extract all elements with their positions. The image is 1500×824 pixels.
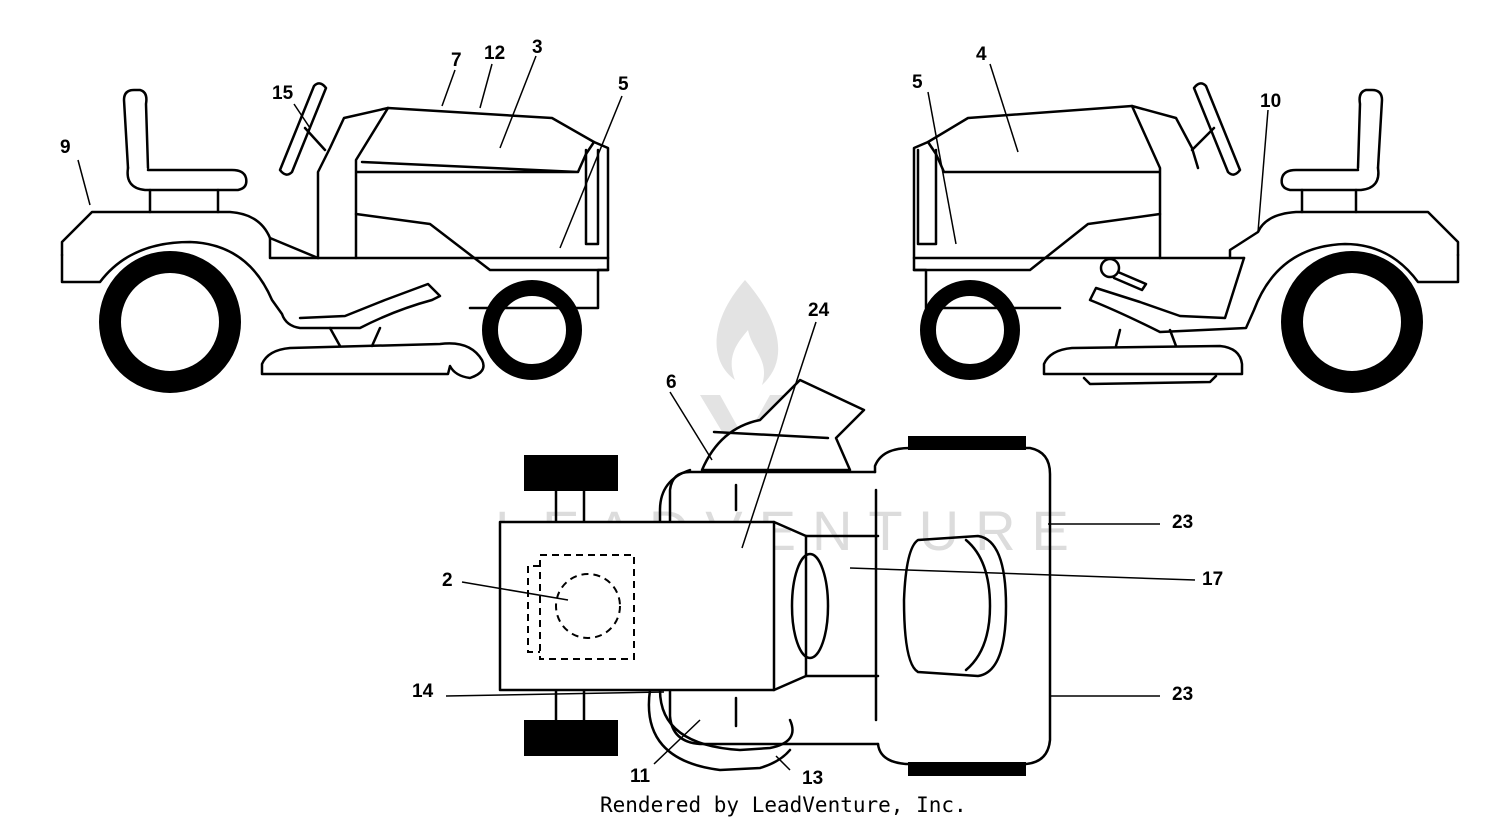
rear-fender <box>1228 210 1460 260</box>
seat-post <box>148 188 220 214</box>
rear-wheel-top <box>908 436 1026 450</box>
hood-top <box>498 520 776 692</box>
callout-13: 13 <box>802 768 823 789</box>
seat-back <box>1356 88 1384 170</box>
rear-body <box>873 446 1052 766</box>
callout-4: 4 <box>976 44 987 65</box>
callout-10: 10 <box>1260 91 1281 112</box>
callout-23-top: 23 <box>1172 512 1193 533</box>
callout-9: 9 <box>60 137 71 158</box>
seat-top <box>902 534 1008 678</box>
engine-outline <box>539 554 635 660</box>
rear-wheel-bottom <box>908 762 1026 776</box>
callout-23-bottom: 23 <box>1172 684 1193 705</box>
callout-5-right: 5 <box>912 72 923 93</box>
callout-6: 6 <box>666 372 677 393</box>
rear-wheel <box>1281 251 1423 393</box>
mower-deck <box>260 342 485 380</box>
seat-back <box>122 88 150 170</box>
hood <box>354 106 596 260</box>
lever-knob <box>1099 257 1121 279</box>
engine-pulley <box>555 573 621 639</box>
front-wheel <box>920 280 1020 380</box>
flame-logo-icon <box>716 280 779 385</box>
rear-fender <box>60 210 320 260</box>
callout-11: 11 <box>630 766 651 787</box>
callout-17: 17 <box>1202 569 1223 590</box>
callout-3: 3 <box>532 37 543 58</box>
steering-wheel-top <box>790 552 830 660</box>
callout-15: 15 <box>272 83 294 104</box>
mower-top-view <box>445 321 1196 776</box>
rear-wheel <box>99 251 241 393</box>
front-wheel-bottom <box>524 720 618 756</box>
front-wheel-top <box>524 455 618 491</box>
front-wheel <box>482 280 582 380</box>
deck-outline <box>658 468 794 752</box>
steering-wheel <box>278 82 328 176</box>
callout-labels: 9 15 7 12 3 5 5 4 10 24 6 2 14 11 13 23 … <box>60 37 1281 789</box>
rendered-by-footer: Rendered by LeadVenture, Inc. <box>600 793 967 817</box>
steering-wheel <box>1192 82 1242 176</box>
callout-14: 14 <box>412 681 434 702</box>
hood <box>912 104 1200 260</box>
mower-left-side-view <box>60 55 623 393</box>
callout-7: 7 <box>451 50 462 71</box>
callout-2: 2 <box>442 570 453 591</box>
mower-deck <box>1042 344 1244 376</box>
callout-12: 12 <box>484 43 505 64</box>
mower-right-side-view <box>912 63 1460 393</box>
callout-5-left: 5 <box>618 74 629 95</box>
callout-24: 24 <box>808 300 830 321</box>
